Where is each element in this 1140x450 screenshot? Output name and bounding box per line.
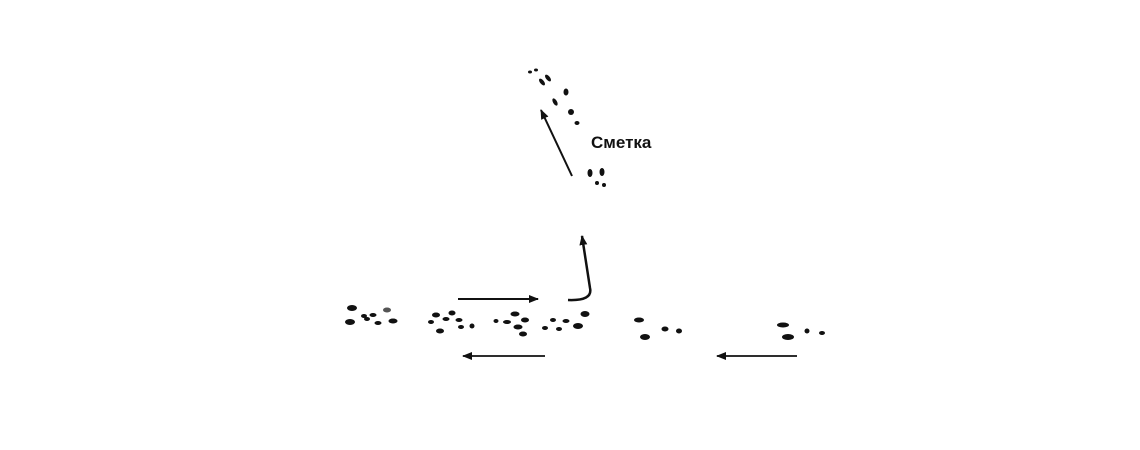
track-group-3	[493, 311, 529, 337]
track-group-5	[634, 317, 682, 340]
arrow-up-left-icon	[540, 109, 573, 177]
track-group-2	[428, 310, 475, 334]
track-group-4	[542, 311, 590, 331]
track-group-1	[345, 305, 398, 325]
arrow-turn-up-icon	[567, 235, 592, 302]
track-group-top	[528, 68, 606, 187]
smetka-label: Сметка	[591, 133, 652, 152]
track-group-6	[777, 322, 825, 340]
